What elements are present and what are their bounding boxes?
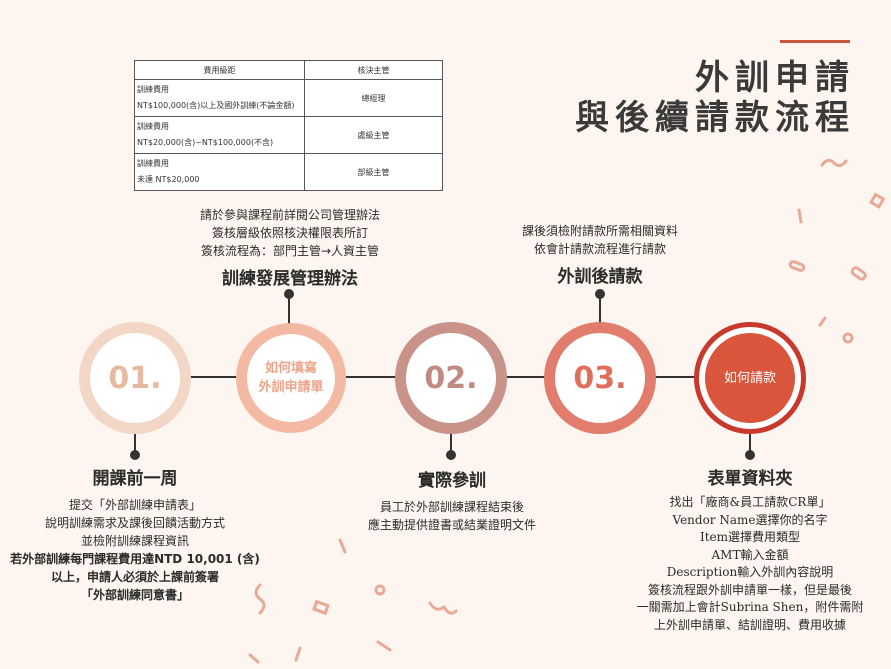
step2-circle: 02. bbox=[395, 322, 507, 434]
step1-circle: 01. bbox=[79, 322, 191, 434]
step1-description: 提交「外部訓練申請表」 說明訓練需求及課後回饋活動方式 並檢附訓練課程資訊 若外… bbox=[5, 496, 265, 604]
claim-label: 如何請款 bbox=[723, 370, 776, 386]
fee-range: 未達 NT$20,000 bbox=[137, 175, 200, 184]
claim-heading: 表單資料夾 bbox=[707, 469, 793, 489]
claim-inner: 如何請款 bbox=[705, 333, 795, 423]
approver-cell: 部級主管 bbox=[304, 153, 443, 191]
fee-range: NT$100,000(含)以上及國外訓練(不論金額) bbox=[137, 101, 295, 110]
table-header-row: 費用級距 核決主管 bbox=[134, 60, 443, 80]
desc-line: 應主動提供證書或結業證明文件 bbox=[367, 518, 536, 532]
desc-line: 說明訓練需求及課後回饋活動方式 bbox=[44, 516, 225, 530]
desc-line-bold: 若外部訓練每門課程費用達NTD 10,001 (含) bbox=[10, 552, 260, 566]
step1-connector bbox=[134, 434, 136, 452]
page-title: 外訓申請 與後續請款流程 bbox=[575, 58, 855, 138]
claim-connector bbox=[749, 434, 751, 452]
desc-line: 課後須檢附請款所需相關資料 bbox=[521, 224, 678, 238]
fee-range: NT$20,000(含)~NT$100,000(不含) bbox=[137, 138, 274, 147]
approver-cell: 總經理 bbox=[304, 79, 443, 117]
desc-line: 簽核流程跟外訓申請單一樣，但是最後 bbox=[647, 582, 852, 597]
step3-heading: 外訓後請款 bbox=[557, 267, 643, 287]
step3-number: 03. bbox=[573, 360, 627, 396]
desc-line: 並檢附訓練課程資訊 bbox=[80, 534, 189, 548]
claim-dot bbox=[745, 450, 755, 460]
fill-form-button[interactable]: 如何填寫 外訓申請單 bbox=[236, 323, 346, 433]
desc-line: Vendor Name選擇你的名字 bbox=[672, 512, 828, 527]
approval-authority-table: 費用級距 核決主管 訓練費用 NT$100,000(含)以上及國外訓練(不論金額… bbox=[134, 60, 443, 191]
step1-heading: 開課前一周 bbox=[92, 469, 178, 489]
desc-line: 簽核層級依照核決權限表所訂 bbox=[211, 226, 368, 240]
step2-connector bbox=[450, 434, 452, 452]
desc-line: AMT輸入金額 bbox=[711, 547, 789, 562]
step3-circle: 03. bbox=[544, 322, 656, 434]
title-line-1: 外訓申請 bbox=[695, 58, 855, 98]
fill-form-connector bbox=[288, 294, 290, 324]
desc-line: Description輸入外訓內容說明 bbox=[666, 565, 834, 579]
desc-line: 上外訓申請單、結訓證明、費用收據 bbox=[653, 617, 846, 632]
table-row: 訓練費用 NT$100,000(含)以上及國外訓練(不論金額) 總經理 bbox=[134, 79, 443, 117]
step2-dot bbox=[446, 450, 456, 460]
desc-line: 一關需加上會計Subrina Shen，附件需附 bbox=[636, 600, 864, 614]
desc-line: 提交「外部訓練申請表」 bbox=[68, 498, 201, 512]
fee-label: 訓練費用 bbox=[137, 159, 169, 168]
desc-line: 找出「廠商&員工請款CR單」 bbox=[669, 495, 831, 509]
fee-label: 訓練費用 bbox=[137, 85, 169, 94]
desc-line-bold: 「外部訓練同意書」 bbox=[80, 588, 189, 602]
fill-form-description: 請於參與課程前詳閱公司管理辦法 簽核層級依照核決權限表所訂 簽核流程為：部門主管… bbox=[160, 206, 420, 260]
step3-description: 課後須檢附請款所需相關資料 依會計請款流程進行請款 bbox=[480, 222, 720, 258]
fee-label: 訓練費用 bbox=[137, 122, 169, 131]
title-line-2: 與後續請款流程 bbox=[575, 98, 855, 138]
fee-cell: 訓練費用 NT$100,000(含)以上及國外訓練(不論金額) bbox=[134, 79, 305, 117]
fill-form-label: 如何填寫 外訓申請單 bbox=[258, 361, 324, 395]
desc-line-bold: 以上，申請人必須於上課前簽署 bbox=[50, 570, 219, 584]
table-row: 訓練費用 未達 NT$20,000 部級主管 bbox=[134, 153, 443, 191]
claim-button[interactable]: 如何請款 bbox=[694, 322, 806, 434]
desc-line: 依會計請款流程進行請款 bbox=[533, 242, 666, 256]
step3-connector bbox=[599, 294, 601, 324]
desc-line: 員工於外部訓練課程結束後 bbox=[379, 500, 524, 514]
table-header-approver: 核決主管 bbox=[304, 60, 443, 80]
table-header-fee: 費用級距 bbox=[134, 60, 305, 80]
desc-line: 請於參與課程前詳閱公司管理辦法 bbox=[199, 208, 380, 222]
desc-line: 簽核流程為：部門主管→人資主管 bbox=[200, 244, 380, 258]
step2-number: 02. bbox=[424, 360, 478, 396]
fill-form-heading: 訓練發展管理辦法 bbox=[222, 269, 358, 289]
claim-description: 找出「廠商&員工請款CR單」 Vendor Name選擇你的名字 Item選擇費… bbox=[615, 494, 885, 634]
fee-cell: 訓練費用 NT$20,000(含)~NT$100,000(不含) bbox=[134, 116, 305, 154]
title-accent-line bbox=[780, 40, 850, 43]
fee-cell: 訓練費用 未達 NT$20,000 bbox=[134, 153, 305, 191]
step2-description: 員工於外部訓練課程結束後 應主動提供證書或結業證明文件 bbox=[322, 498, 582, 534]
desc-line: Item選擇費用類型 bbox=[699, 530, 801, 544]
approver-cell: 處級主管 bbox=[304, 116, 443, 154]
step2-heading: 實際參訓 bbox=[418, 471, 486, 491]
step1-dot bbox=[130, 450, 140, 460]
step1-number: 01. bbox=[108, 360, 162, 396]
table-row: 訓練費用 NT$20,000(含)~NT$100,000(不含) 處級主管 bbox=[134, 116, 443, 154]
